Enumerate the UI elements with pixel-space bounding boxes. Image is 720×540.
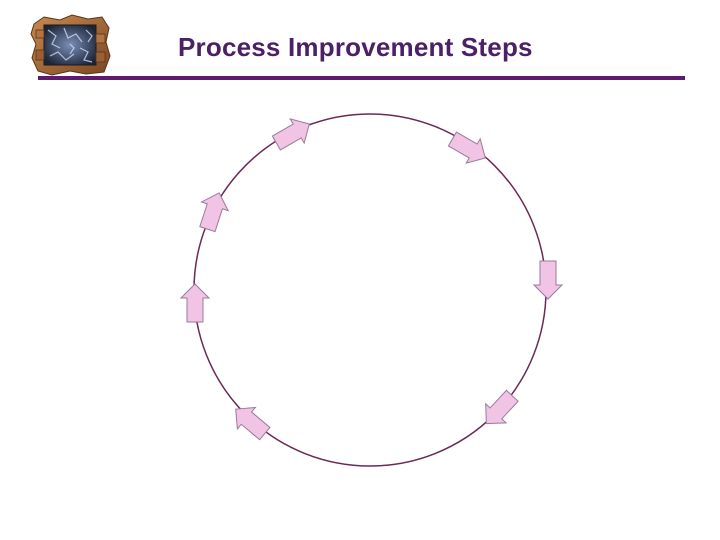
cycle-step-arrow-2 bbox=[444, 126, 493, 171]
cycle-step-arrow-3 bbox=[533, 260, 563, 300]
cycle-step-arrow-7 bbox=[193, 188, 233, 234]
puzzle-texture-logo-icon bbox=[30, 14, 111, 76]
cycle-step-arrow-6 bbox=[180, 283, 210, 323]
cycle-step-arrow-4 bbox=[475, 385, 524, 434]
cycle-step-arrow-5 bbox=[226, 397, 275, 445]
cycle-step-arrow-1 bbox=[268, 111, 317, 156]
title-divider bbox=[38, 76, 685, 80]
slide-title: Process Improvement Steps bbox=[178, 32, 533, 62]
